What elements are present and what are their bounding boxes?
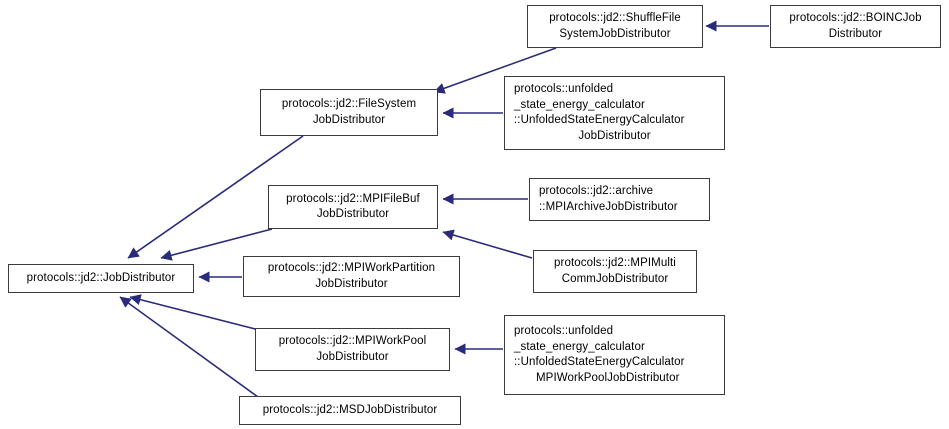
node-label-line: protocols::jd2::ShuffleFile (549, 12, 681, 24)
node-label-line: protocols::jd2::MPIMulti (554, 257, 676, 269)
node-label-line: protocols::jd2::MPIWorkPool (278, 335, 427, 347)
node-label-line: protocols::jd2::FileSystem (281, 98, 417, 110)
node-label-line: MPIWorkPoolJobDistributor (536, 371, 680, 384)
node-label-line: JobDistributor (312, 113, 386, 126)
node-label-line: JobDistributor (315, 277, 388, 290)
edge-mpiworkpool-to-jobdistributor (129, 294, 260, 331)
node-label-line: protocols::jd2::MPIFileBuf (286, 192, 420, 205)
node-mpi-archive-job-distributor[interactable]: protocols::jd2::archive ::MPIArchiveJobD… (529, 178, 710, 221)
node-label-line: _state_energy_calculator (514, 340, 645, 353)
node-label-line: protocols::jd2::JobDistributor (26, 271, 176, 284)
edge-mpimulticomm-to-mpifilebuf (442, 229, 533, 259)
node-file-system-job-distributor[interactable]: protocols::jd2::FileSystem JobDistributo… (260, 89, 438, 136)
node-label-line: protocols::unfolded (514, 325, 614, 337)
node-mpi-multi-comm-job-distributor[interactable]: protocols::jd2::MPIMulti CommJobDistribu… (533, 250, 697, 293)
edge-mpifilebuf-to-jobdistributor (160, 228, 273, 261)
node-label-line: protocols::unfolded (514, 83, 614, 95)
node-label-line: SystemJobDistributor (559, 27, 671, 40)
node-mpi-file-buf-job-distributor[interactable]: protocols::jd2::MPIFileBuf JobDistributo… (268, 185, 438, 229)
node-unfolded-state-energy-calculator-mpi-work-pool-job-distributor[interactable]: protocols::unfolded _state_energy_calcul… (504, 315, 725, 395)
node-msd-job-distributor[interactable]: protocols::jd2::MSDJobDistributor (239, 396, 461, 425)
node-label-line: JobDistributor (578, 129, 651, 142)
edge-msd-to-jobdistributor (119, 296, 259, 398)
node-label-line: Distributor (828, 27, 883, 40)
node-mpi-work-partition-job-distributor[interactable]: protocols::jd2::MPIWorkPartition JobDist… (243, 256, 460, 297)
node-label-line: protocols::jd2::MSDJobDistributor (262, 403, 438, 416)
node-label-line: protocols::jd2::archive (539, 185, 654, 197)
node-label-line: protocols::jd2::MPIWorkPartition (267, 262, 436, 274)
node-boinc-job-distributor[interactable]: protocols::jd2::BOINCJob Distributor (770, 5, 941, 48)
node-label-line: ::MPIArchiveJobDistributor (539, 200, 678, 213)
node-unfolded-state-energy-calculator-job-distributor[interactable]: protocols::unfolded _state_energy_calcul… (504, 76, 725, 150)
node-shuffle-file-system-job-distributor[interactable]: protocols::jd2::ShuffleFile SystemJobDis… (527, 5, 703, 48)
node-mpi-work-pool-job-distributor[interactable]: protocols::jd2::MPIWorkPool JobDistribut… (255, 328, 450, 371)
node-label-line: ::UnfoldedStateEnergyCalculator (514, 114, 685, 126)
node-label-line: JobDistributor (316, 350, 389, 363)
node-label-line: ::UnfoldedStateEnergyCalculator (514, 356, 685, 368)
node-label-line: _state_energy_calculator (514, 98, 645, 111)
node-job-distributor[interactable]: protocols::jd2::JobDistributor (8, 264, 194, 293)
node-label-line: CommJobDistributor (561, 272, 669, 285)
node-label-line: protocols::jd2::BOINCJob (789, 12, 922, 24)
node-label-line: JobDistributor (316, 208, 390, 220)
